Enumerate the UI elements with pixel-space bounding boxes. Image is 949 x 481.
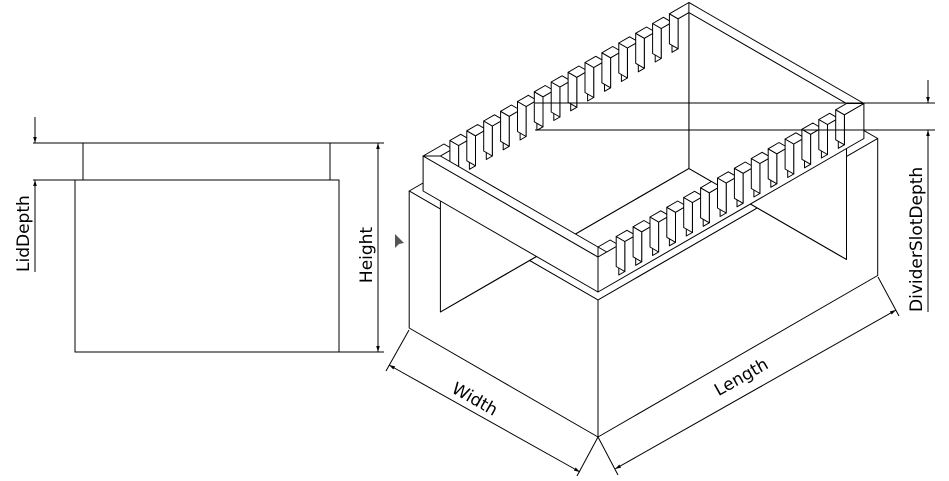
length-extension-left — [597, 436, 619, 476]
side-view: LidDepth Height — [14, 117, 384, 353]
wall-pillar-top — [449, 133, 470, 146]
divider-slot-depth-label: DividerSlotDepth — [907, 167, 927, 312]
wall-pillar-top — [517, 94, 538, 107]
divider-slot — [635, 32, 645, 69]
divider-slot — [666, 206, 676, 243]
divider-slot — [584, 62, 595, 98]
wall-pillar-top — [767, 142, 789, 155]
divider-slot — [567, 71, 578, 108]
divider-slot — [517, 101, 527, 137]
wall-pillar-top — [597, 239, 620, 253]
width-label: Width — [448, 379, 501, 421]
divider-slot — [750, 158, 761, 194]
divider-slot — [784, 138, 795, 175]
divider-slot — [615, 236, 626, 272]
wall-pillar-top — [750, 151, 772, 164]
wall-pillar-top — [584, 55, 605, 68]
wall-pillar-top — [500, 104, 521, 117]
lid-outline — [82, 142, 331, 181]
divider-slot — [733, 167, 744, 204]
wall-pillar-top — [550, 75, 572, 88]
divider-slot — [683, 197, 693, 233]
wall-pillar-top — [483, 114, 504, 127]
wall-pillar-top — [652, 16, 673, 29]
divider-slot — [466, 130, 476, 167]
wall-pillar-top — [717, 171, 738, 184]
wall-pillar-top — [533, 85, 555, 98]
divider-slot — [483, 120, 493, 157]
wall-pillar-top — [666, 200, 687, 213]
wall-pillar-top — [615, 229, 637, 242]
divider-slot — [700, 187, 710, 224]
wall-pillar-top — [683, 190, 704, 203]
divider-slot — [601, 52, 612, 89]
wall-pillar-top — [649, 210, 670, 223]
divider-slot — [632, 226, 643, 263]
width-extension-right — [576, 436, 599, 477]
wall-pillar-top — [635, 26, 656, 39]
width-dimension-line — [388, 364, 581, 473]
width-extension-left — [385, 329, 410, 372]
wall-pillar-top — [784, 132, 805, 145]
divider-slot — [668, 13, 679, 50]
wall-pillar-top — [818, 112, 839, 125]
wall-pillar-top — [567, 65, 589, 78]
divider-slot — [533, 91, 544, 128]
cursor-icon — [395, 234, 404, 248]
body-outline — [74, 179, 340, 353]
wall-pillar-top — [601, 46, 622, 59]
wall-pillar-top — [466, 124, 487, 137]
divider-slot — [801, 128, 812, 165]
front-left-wall-top — [422, 155, 599, 258]
height-label: Height — [357, 227, 377, 284]
isometric-view — [408, 2, 879, 438]
divider-slot — [649, 216, 660, 253]
wall-pillar-top — [733, 161, 755, 174]
divider-slot — [767, 148, 778, 185]
divider-slot — [618, 42, 628, 79]
length-extension-right — [877, 276, 900, 317]
lid-depth-label: LidDepth — [14, 195, 34, 272]
wall-pillar-top — [700, 181, 721, 194]
wall-pillar-top — [618, 36, 639, 49]
divider-slot — [835, 109, 845, 146]
divider-slot — [818, 119, 828, 155]
divider-slot — [500, 110, 510, 147]
wall-pillar-top — [632, 220, 654, 233]
divider-slot — [550, 81, 561, 118]
length-dimension-line — [614, 309, 897, 470]
divider-slot — [652, 23, 662, 59]
divider-slot — [717, 177, 727, 214]
